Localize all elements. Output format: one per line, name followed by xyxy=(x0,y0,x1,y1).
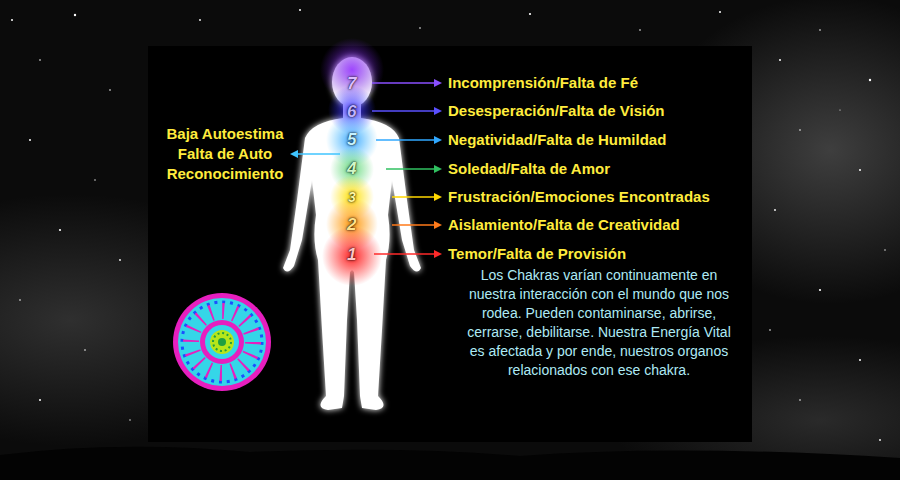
chakra-number: 3 xyxy=(348,188,356,206)
chakra-label: Temor/Falta de Provisión xyxy=(448,245,626,263)
chakra-label: Frustración/Emociones Encontradas xyxy=(448,188,710,206)
chakra-number: 7 xyxy=(347,75,356,93)
chakra-number: 5 xyxy=(347,131,356,149)
human-silhouette xyxy=(283,118,421,410)
black-panel xyxy=(148,46,752,442)
description-note: Los Chakras varían continuamente en nues… xyxy=(458,266,740,380)
side-note: Baja Autoestima Falta de Auto Reconocimi… xyxy=(155,124,295,184)
chakra-number: 2 xyxy=(347,216,356,234)
chakra-label: Soledad/Falta de Amor xyxy=(448,160,610,178)
stars xyxy=(11,9,886,471)
chakra-glows xyxy=(320,38,384,286)
chakra-number: 1 xyxy=(347,246,356,264)
chakra-label: Incomprensión/Falta de Fé xyxy=(448,74,638,92)
chakra-label: Negatividad/Falta de Humildad xyxy=(448,131,666,149)
chakra-label: Desesperación/Falta de Visión xyxy=(448,102,664,120)
ground-silhouette xyxy=(0,447,900,480)
chakra-number: 4 xyxy=(347,160,356,178)
chakra-label: Aislamiento/Falta de Creatividad xyxy=(448,216,680,234)
chakra-number: 6 xyxy=(347,103,356,121)
leader-arrows xyxy=(290,79,442,258)
mandala xyxy=(173,293,271,391)
